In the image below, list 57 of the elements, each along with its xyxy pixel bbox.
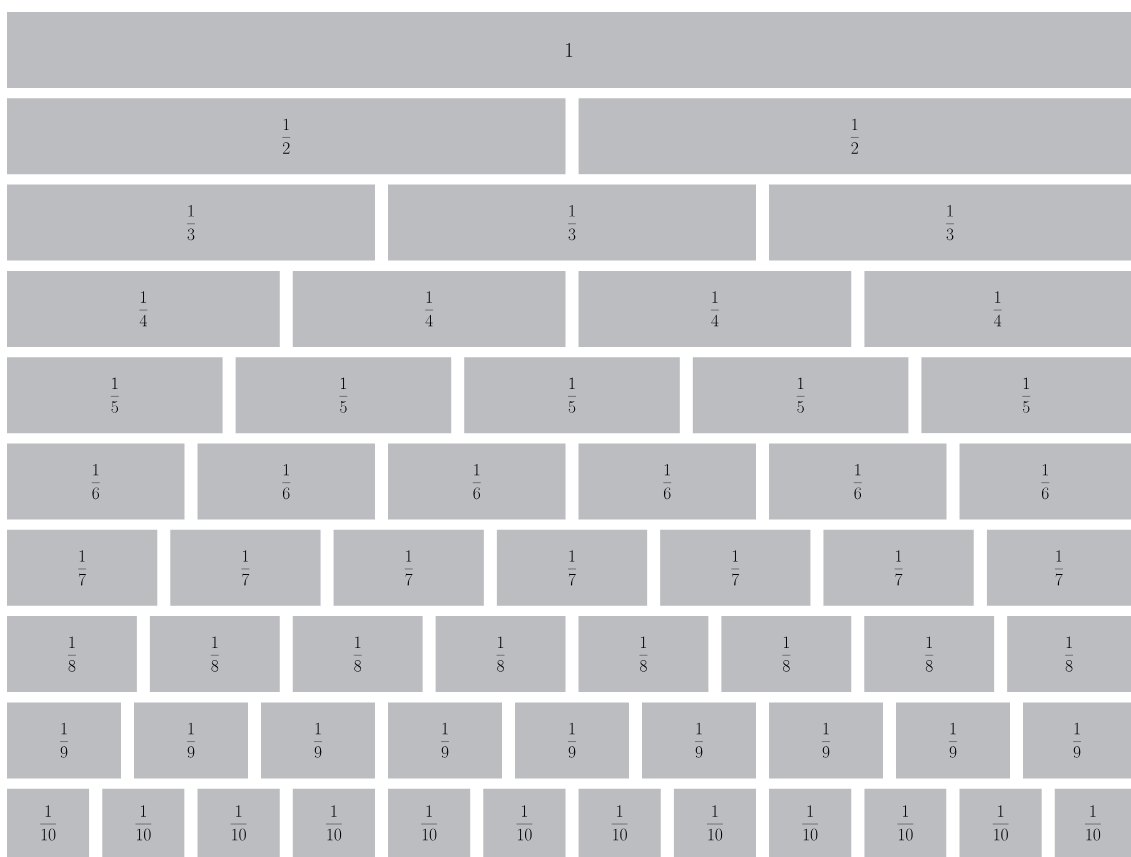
fraction-bar: $\frac{1}{7}$ (823, 529, 974, 606)
fraction-bar: $\frac{1}{3}$ (388, 184, 756, 261)
fraction-bar: $\frac{1}{6}$ (578, 443, 756, 520)
fraction-bar: $1$ (7, 12, 1131, 88)
fraction-bar: $\frac{1}{8}$ (864, 616, 995, 693)
fraction-bar: $\frac{1}{6}$ (7, 443, 185, 520)
fraction-bar: $\frac{1}{10}$ (673, 788, 756, 857)
fraction-bar: $\frac{1}{10}$ (388, 788, 471, 857)
fraction-bar: $\frac{1}{4}$ (578, 270, 852, 347)
fraction-bar: $\frac{1}{9}$ (896, 702, 1010, 779)
fraction-bar: $\frac{1}{9}$ (7, 702, 121, 779)
fraction-bar: $\frac{1}{7}$ (333, 529, 484, 606)
fraction-bar: $\frac{1}{10}$ (102, 788, 185, 857)
fraction-bar: $\frac{1}{2}$ (7, 98, 566, 175)
fraction-bar: $\frac{1}{9}$ (515, 702, 629, 779)
fraction-bar: $\frac{1}{7}$ (660, 529, 811, 606)
fraction-bar: $\frac{1}{5}$ (235, 357, 452, 434)
fraction-bar: $\frac{1}{8}$ (1007, 616, 1131, 693)
fraction-bar: $\frac{1}{10}$ (769, 788, 852, 857)
fraction-bar: $\frac{1}{6}$ (769, 443, 947, 520)
fraction-bar: $\frac{1}{7}$ (986, 529, 1131, 606)
fraction-bar: $\frac{1}{10}$ (959, 788, 1042, 857)
fraction-bar: $\frac{1}{7}$ (496, 529, 648, 606)
fraction-bar: $\frac{1}{10}$ (864, 788, 947, 857)
fraction-bar: $\frac{1}{10}$ (292, 788, 375, 857)
fraction-bar: $\frac{1}{3}$ (7, 184, 375, 261)
fraction-bar: $\frac{1}{8}$ (7, 616, 137, 693)
fraction-bar: $\frac{1}{5}$ (7, 357, 223, 434)
fraction-bar: $\frac{1}{7}$ (170, 529, 321, 606)
fraction-bar: $\frac{1}{5}$ (464, 357, 680, 434)
fraction-bar: $\frac{1}{5}$ (921, 357, 1131, 434)
fraction-bar: $\frac{1}{2}$ (578, 98, 1131, 175)
fraction-bar: $\frac{1}{10}$ (578, 788, 661, 857)
fraction-bar: $\frac{1}{6}$ (388, 443, 566, 520)
fraction-bar: $\frac{1}{8}$ (578, 616, 709, 693)
fraction-bar: $\frac{1}{8}$ (149, 616, 280, 693)
fraction-bar: $\frac{1}{8}$ (292, 616, 423, 693)
fraction-bar: $\frac{1}{10}$ (1054, 788, 1131, 857)
fraction-bar: $\frac{1}{10}$ (483, 788, 566, 857)
fraction-bar: $\frac{1}{5}$ (692, 357, 909, 434)
fraction-bar: $\frac{1}{3}$ (769, 184, 1131, 261)
fraction-bar: $\frac{1}{9}$ (261, 702, 375, 779)
fraction-bar: $\frac{1}{4}$ (292, 270, 566, 347)
fraction-bar: $\frac{1}{9}$ (388, 702, 502, 779)
fraction-bar: $\frac{1}{8}$ (721, 616, 852, 693)
fraction-bar: $\frac{1}{9}$ (642, 702, 756, 779)
fraction-bar: $\frac{1}{8}$ (435, 616, 566, 693)
fraction-bar: $\frac{1}{9}$ (134, 702, 248, 779)
fraction-bar: $\frac{1}{6}$ (959, 443, 1131, 520)
fraction-bar: $\frac{1}{9}$ (769, 702, 883, 779)
fraction-bar: $\frac{1}{6}$ (197, 443, 375, 520)
fraction-bar: $\frac{1}{9}$ (1023, 702, 1131, 779)
fraction-bar: $\frac{1}{10}$ (7, 788, 90, 857)
fraction-bar: $\frac{1}{4}$ (864, 270, 1131, 347)
fraction-bar: $\frac{1}{10}$ (197, 788, 280, 857)
fraction-bar: $\frac{1}{7}$ (7, 529, 158, 606)
fraction-bar: $\frac{1}{4}$ (7, 270, 280, 347)
